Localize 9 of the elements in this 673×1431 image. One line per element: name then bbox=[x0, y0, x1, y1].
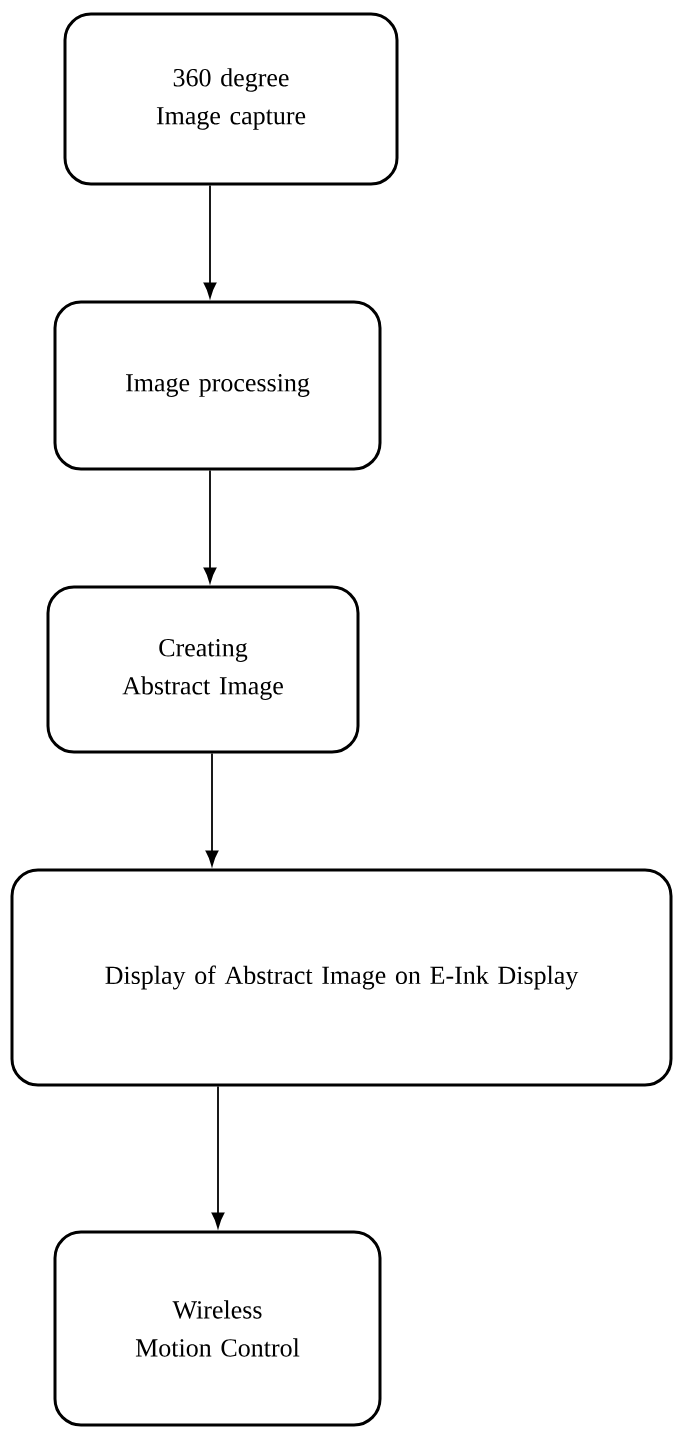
process-box: Wireless Motion Control bbox=[53, 1230, 382, 1427]
arrow bbox=[203, 184, 217, 298]
process-box: Creating Abstract Image bbox=[46, 585, 360, 754]
arrow bbox=[205, 752, 219, 866]
arrow bbox=[211, 1085, 225, 1228]
process-box: Image processing bbox=[53, 300, 382, 471]
process-box: Display of Abstract Image on E-Ink Display bbox=[10, 868, 673, 1087]
arrow bbox=[203, 469, 217, 583]
process-box: 360 degree Image capture bbox=[63, 12, 399, 186]
